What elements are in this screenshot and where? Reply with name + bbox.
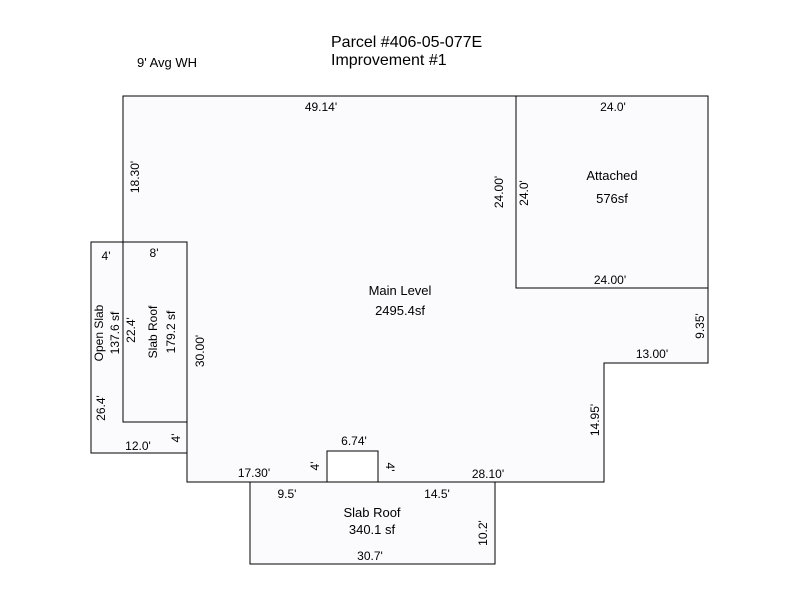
slab-roof-bottom-name: Slab Roof [343,505,400,520]
main-right-upper-dim: 9.35' [693,313,707,339]
slab-roof-bottom-right-dim: 10.2' [476,520,490,546]
open-slab-top-dim: 4' [102,249,111,263]
main-level-name: Main Level [369,283,432,298]
open-slab-bottom-dim: 12.0' [125,439,151,453]
attached-bottom-dim: 24.00' [594,273,626,287]
attached-area [515,95,709,289]
open-slab-side-dim: 26.4' [94,395,108,421]
improvement-title: Improvement #1 [331,52,447,69]
main-inner-left-dim: 30.00' [193,335,207,367]
parcel-title: Parcel #406-05-077E [331,34,483,51]
slab-roof-bottom-top-right-dim: 14.5' [424,487,450,501]
slab-roof-bottom-bottom-dim: 30.7' [357,549,383,563]
slab-roof-side-area [122,241,188,423]
attached-top-dim: 24.0' [600,100,626,114]
slab-roof-side-top-dim: 8' [150,246,159,260]
open-slab-area-value: 137.6 sf [108,311,122,354]
main-left-dim: 18.30' [128,161,142,193]
main-top-dim: 49.14' [305,100,337,114]
slab-roof-side-area-value: 179.2 sf [164,310,178,353]
attached-name: Attached [586,168,637,183]
wall-height-label: 9' Avg WH [137,55,198,70]
open-slab-name: Open Slab [92,304,106,361]
main-notch-left-dim: 4' [308,462,322,471]
slab-roof-bottom-top-left-dim: 9.5' [278,487,297,501]
attached-area-value: 576sf [596,191,628,206]
slab-roof-side-name: Slab Roof [146,305,160,358]
main-attached-inner-dim: 24.00' [492,176,506,208]
main-notch-right-dim: 4' [383,463,397,472]
main-bottom-left-dim: 17.30' [238,466,270,480]
main-right-lower-dim: 14.95' [588,404,602,436]
main-right-step-dim: 13.00' [636,347,668,361]
slab-roof-bottom-area-value: 340.1 sf [349,522,396,537]
slab-roof-side-dim: 22.4' [124,317,138,343]
main-level-area-value: 2495.4sf [375,303,425,318]
main-notch-top-dim: 6.74' [341,434,367,448]
attached-left-dim: 24.0' [517,180,531,206]
main-slab-step-dim: 4' [169,434,183,443]
main-bottom-right-dim: 28.10' [472,467,504,481]
